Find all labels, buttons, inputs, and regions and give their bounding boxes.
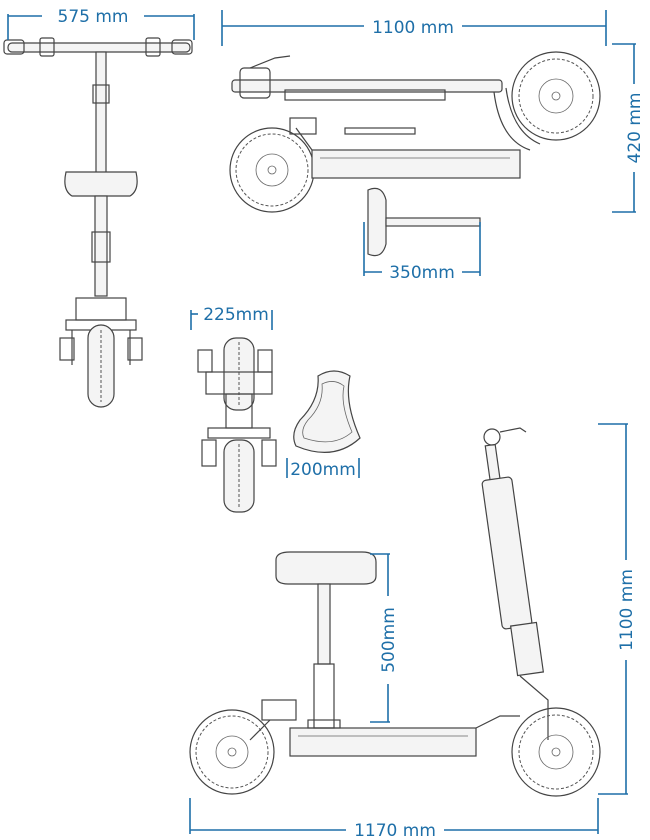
dim-side-length: 1100 mm bbox=[372, 18, 454, 38]
dim-top-width: 575 mm bbox=[58, 7, 129, 27]
fork-detail-view bbox=[197, 337, 277, 513]
full-side-view bbox=[189, 427, 601, 797]
front-view bbox=[3, 37, 193, 408]
seat-top-view bbox=[293, 370, 361, 453]
dim-fork-width: 225mm bbox=[203, 305, 269, 325]
dim-total-height: 1100 mm bbox=[617, 569, 637, 651]
detached-seat bbox=[367, 187, 481, 257]
dim-seat-post-depth: 350mm bbox=[389, 263, 455, 283]
dim-total-length: 1170 mm bbox=[354, 821, 436, 840]
dim-seat-width: 200mm bbox=[290, 460, 356, 480]
dim-seat-post-height: 500mm bbox=[379, 607, 399, 673]
dim-folded-height: 420 mm bbox=[625, 93, 645, 164]
folded-side-view bbox=[229, 51, 601, 213]
